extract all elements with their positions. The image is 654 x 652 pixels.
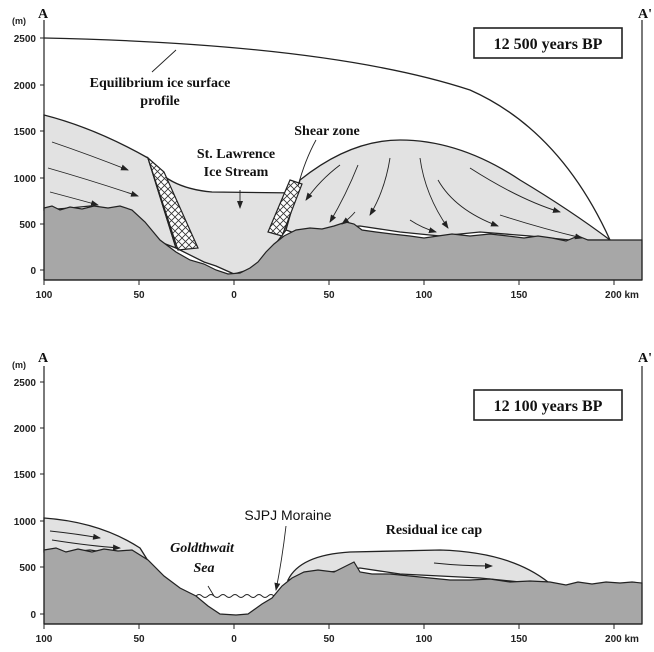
top-x-tick-50w: 50 [133,290,145,301]
bottom-sea-surface [195,594,275,598]
top-label-ice-stream-2: Ice Stream [204,165,269,180]
top-label-shear-zone: Shear zone [294,124,359,139]
bottom-sea-leader [207,585,215,597]
bottom-x-tick-100w: 100 [36,634,53,645]
bottom-unit-label: (m) [12,360,26,370]
top-equilibrium-profile-line [43,37,611,241]
top-shear-zone-right [267,179,303,237]
bottom-x-tick-0: 0 [231,634,237,645]
top-label-ice-stream-1: St. Lawrence [197,147,275,162]
top-shear-zone-left [146,156,199,251]
bottom-y-tick-2500: 2500 [14,378,37,389]
top-x-tick-200: 200 km [605,290,639,301]
bottom-x-tick-100e: 100 [416,634,433,645]
top-y-tick-500: 500 [19,220,36,231]
bottom-y-ticks-marks [40,381,44,615]
top-x-tick-100e: 100 [416,290,433,301]
bottom-y-tick-2000: 2000 [14,424,37,435]
bottom-label-ice-cap: Residual ice cap [386,523,483,538]
bottom-x-tick-50w: 50 [133,634,145,645]
top-title-text: 12 500 years BP [494,36,603,53]
top-y-tick-2000: 2000 [14,81,37,92]
top-y-tick-2500: 2500 [14,34,37,45]
top-x-tick-150: 150 [511,290,528,301]
top-x-tick-0: 0 [231,290,237,301]
bottom-y-tick-1500: 1500 [14,470,37,481]
top-y-tick-1500: 1500 [14,127,37,138]
bottom-y-tick-0: 0 [30,610,36,621]
bottom-y-tick-500: 500 [19,563,36,574]
bottom-corner-left: A [38,351,49,366]
top-shear-leader [297,139,317,187]
top-label-equilibrium-2: profile [140,94,179,109]
bottom-ice-cap [286,549,550,583]
top-corner-right: A' [638,7,652,22]
bottom-moraine-leader [274,525,287,591]
top-label-equilibrium-1: Equilibrium ice surface [90,76,231,91]
top-unit-label: (m) [12,16,26,26]
top-x-tick-100w: 100 [36,290,53,301]
top-title-box [473,27,623,59]
top-equilibrium-leader [151,49,177,73]
top-y-tick-1000: 1000 [14,174,37,185]
bottom-corner-right: A' [638,351,652,366]
top-corner-left: A [38,7,49,22]
top-x-tick-50e: 50 [323,290,335,301]
bottom-bedrock [43,547,643,625]
bottom-title-text: 12 100 years BP [494,398,603,415]
bottom-panel: A A' (m) 2500 2000 1500 1000 500 0 100 5… [12,351,652,645]
top-ice-cap [285,139,612,241]
top-y-tick-0: 0 [30,266,36,277]
top-panel: A A' (m) 2500 2000 1500 1000 500 0 100 5… [12,7,652,301]
top-bedrock [43,205,643,281]
top-x-ticks-marks [43,280,615,285]
bottom-flow-arrows [49,530,493,569]
top-y-ticks-marks [40,37,44,271]
bottom-x-ticks-marks [43,624,615,629]
bottom-x-tick-150: 150 [511,634,528,645]
bottom-x-tick-200: 200 km [605,634,639,645]
bottom-label-sea-1: Goldthwait [170,541,235,556]
bottom-title-box [473,389,623,421]
bottom-x-tick-50e: 50 [323,634,335,645]
bottom-label-moraine: SJPJ Moraine [244,507,331,523]
top-flow-arrows [47,141,583,240]
bottom-y-tick-1000: 1000 [14,517,37,528]
bottom-label-sea-2: Sea [194,561,215,576]
